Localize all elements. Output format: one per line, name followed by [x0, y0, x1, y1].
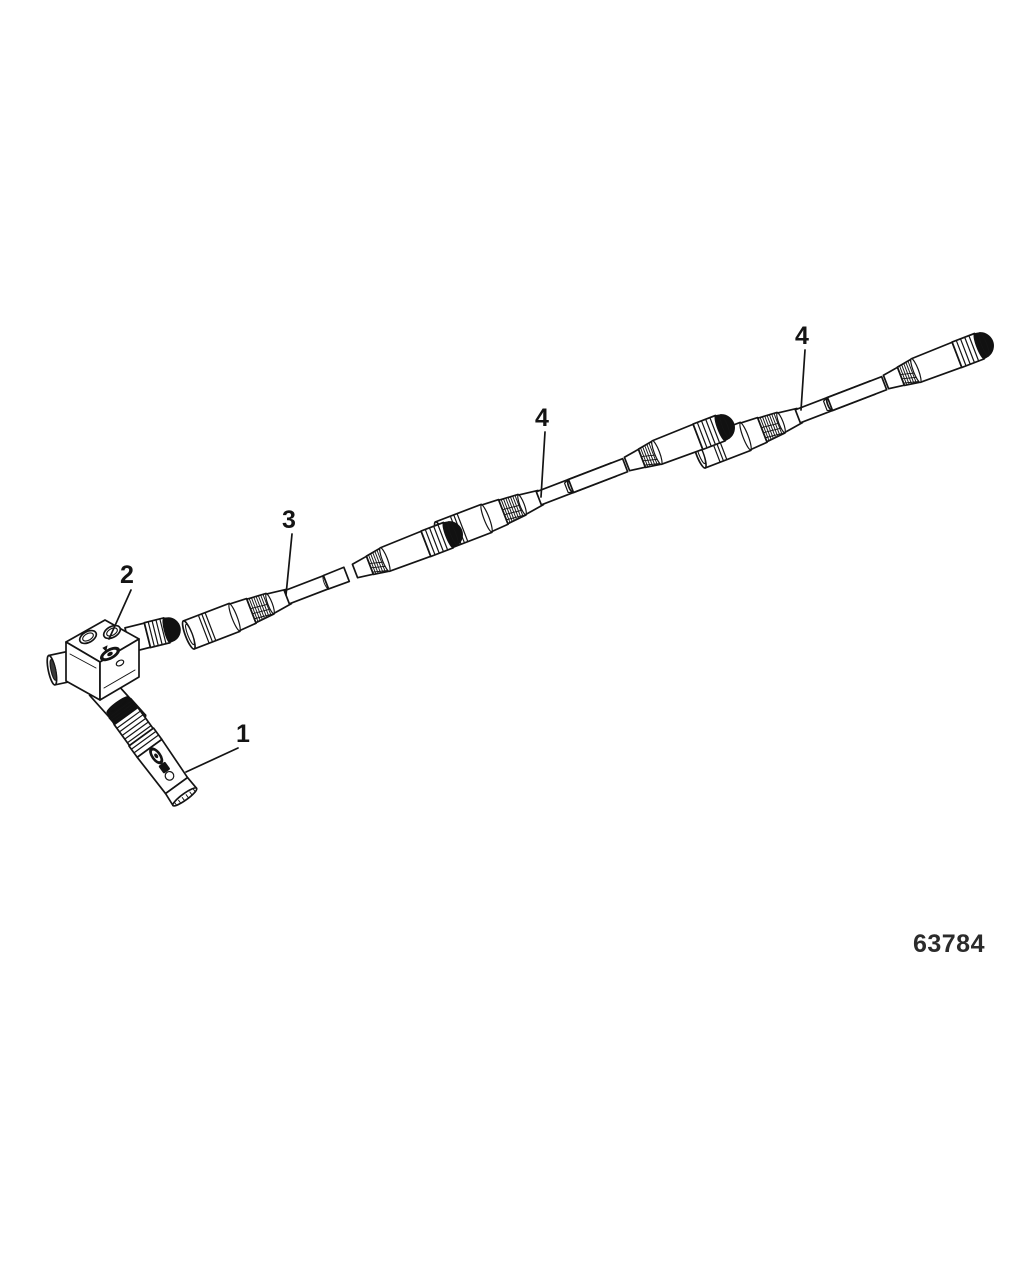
tee-brand-badge — [100, 646, 120, 662]
terminator-label-block — [158, 761, 170, 774]
leader-4b — [800, 349, 806, 411]
leader-1 — [185, 747, 239, 773]
drawing-number: 63784 — [912, 930, 985, 958]
part-terminator-plug — [106, 696, 198, 807]
part-drop-cable-short — [179, 516, 468, 651]
leader-3 — [285, 533, 293, 596]
terminator-dot — [164, 770, 175, 781]
terminator-brand-badge — [149, 747, 164, 765]
leader-4a — [540, 431, 546, 498]
part-extension-cable-middle — [431, 409, 740, 552]
callout-number-4-middle: 4 — [535, 404, 549, 432]
callout-number-1: 1 — [236, 720, 250, 748]
tee-vent-hole — [115, 659, 125, 667]
callout-number-2: 2 — [120, 561, 134, 589]
tee-orientation-mark — [102, 645, 108, 652]
callout-number-3: 3 — [282, 506, 296, 534]
leader-2 — [108, 589, 132, 640]
callout-number-4-upper: 4 — [795, 322, 809, 350]
leader-lines — [108, 349, 806, 773]
part-extension-cable-upper — [690, 327, 999, 470]
